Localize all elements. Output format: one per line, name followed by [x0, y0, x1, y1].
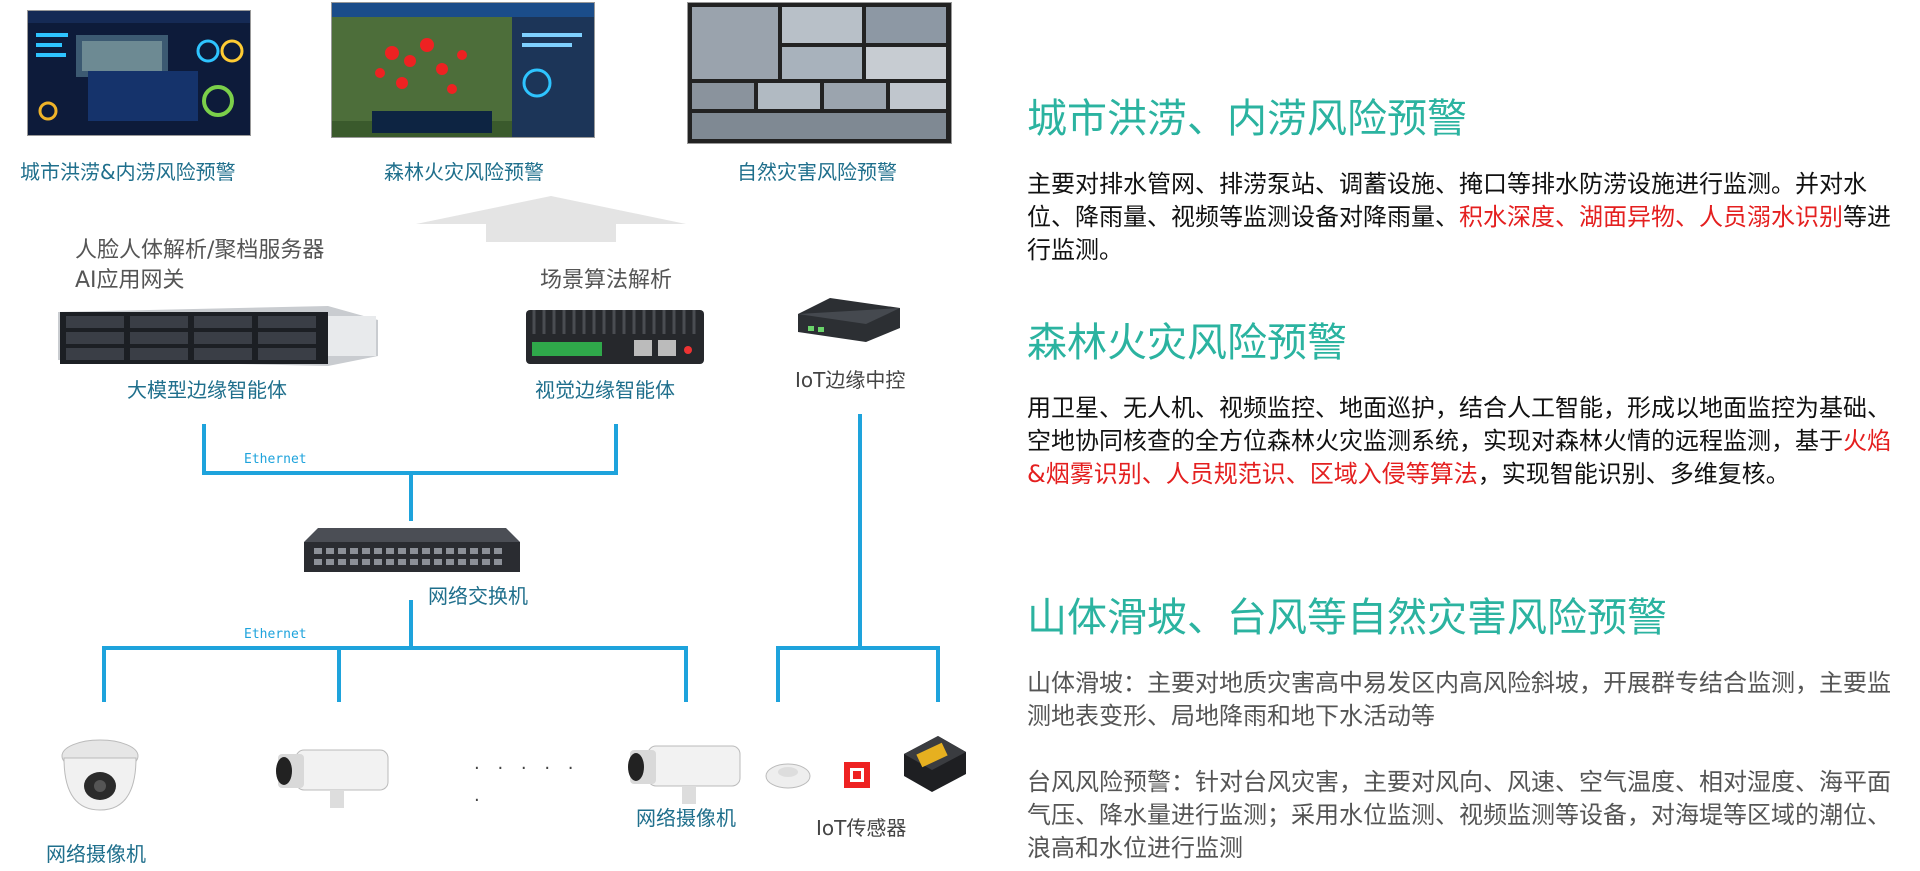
- smoke-detector-icon: [765, 763, 811, 789]
- ellipsis-dots: ·: [474, 790, 486, 811]
- iot-wire: [858, 414, 862, 648]
- forest-section-text: 用卫星、无人机、视频监控、地面巡护，结合人工智能，形成以地面监控为基础、空地协同…: [1027, 392, 1907, 491]
- iot-sensor-box-icon: [904, 736, 966, 792]
- flood-section-title: 城市洪涝、内涝风险预警: [1027, 96, 1467, 142]
- forest-section-title: 森林火灾风险预警: [1027, 320, 1347, 366]
- video-wall-screenshot: [687, 2, 952, 144]
- network-camera-label-right: 网络摄像机: [636, 806, 736, 830]
- rack-server-icon: [58, 306, 378, 366]
- upward-arrow: [416, 196, 686, 242]
- iot-edge-controller-icon: [798, 298, 900, 342]
- flood-warning-label: 城市洪涝&内涝风险预警: [20, 160, 236, 184]
- flood-dashboard-screenshot: [27, 10, 251, 136]
- typhoon-text: 台风风险预警：针对台风灾害，主要对风向、风速、空气温度、相对湿度、海平面气压、降…: [1027, 768, 1891, 862]
- iot-sensor-label: IoT传感器: [816, 816, 907, 840]
- ethernet-wire: [102, 646, 688, 650]
- ethernet-wire: [614, 424, 618, 474]
- big-model-edge-agent-label: 大模型边缘智能体: [127, 378, 287, 402]
- bullet-camera-icon: [276, 749, 389, 808]
- iot-wire: [936, 646, 940, 702]
- flood-dashboard-graphic: [28, 11, 250, 121]
- forest-fire-warning-label: 森林火灾风险预警: [384, 160, 544, 184]
- dome-camera-icon: [61, 739, 139, 811]
- scene-algorithm-caption: 场景算法解析: [540, 268, 673, 293]
- vision-edge-agent-label: 视觉边缘智能体: [535, 378, 675, 402]
- iot-wire: [776, 646, 780, 702]
- forest-text-part: 用卫星、无人机、视频监控、地面巡护，结合人工智能，形成以地面监控为基础、空地协同…: [1027, 394, 1891, 455]
- network-camera-label-left: 网络摄像机: [46, 842, 146, 866]
- bullet-camera-icon: [628, 745, 741, 804]
- forest-text-part: ，实现智能识别、多维复核。: [1477, 460, 1790, 488]
- server-caption-line1: 人脸人体解析/聚档服务器: [75, 238, 325, 263]
- ethernet-label-bottom: Ethernet: [244, 627, 307, 642]
- ellipsis-dots: · · · · ·: [474, 758, 580, 779]
- network-switch-icon: [304, 528, 520, 572]
- forest-fire-map-graphic: [332, 3, 594, 137]
- ethernet-wire: [409, 600, 413, 648]
- flood-text-highlight: 积水深度、湖面异物、人员溺水识别: [1459, 203, 1843, 231]
- ethernet-wire: [202, 424, 206, 474]
- natural-disaster-warning-label: 自然灾害风险预警: [737, 160, 897, 184]
- landslide-text: 山体滑坡：主要对地质灾害高中易发区内高风险斜坡，开展群专结合监测，主要监测地表变…: [1027, 669, 1891, 730]
- forest-fire-dashboard-screenshot: [331, 2, 595, 138]
- flood-text-part: 等进行监测。: [1027, 203, 1891, 264]
- iot-edge-controller-label: IoT边缘中控: [795, 368, 906, 392]
- ethernet-label-top: Ethernet: [244, 452, 307, 467]
- flood-section-text: 主要对排水管网、排涝泵站、调蓄设施、掩口等排水防涝设施进行监测。并对水位、降雨量…: [1027, 168, 1907, 267]
- alarm-button-icon: [844, 762, 870, 788]
- vision-edge-box-icon: [526, 310, 704, 364]
- video-wall-graphic: [692, 7, 946, 139]
- ethernet-wire: [337, 646, 341, 702]
- flood-text-part: 主要对排水管网、排涝泵站、调蓄设施、掩口等排水防涝设施进行监测。并对水位、降雨量…: [1027, 170, 1867, 231]
- ethernet-wire: [409, 471, 413, 521]
- ethernet-wire: [684, 646, 688, 702]
- server-caption-line2: AI应用网关: [75, 268, 185, 293]
- forest-text-highlight: 火焰&烟雾识别、人员规范识、区域入侵等算法: [1027, 427, 1891, 488]
- iot-wire: [776, 646, 940, 650]
- disaster-section-title: 山体滑坡、台风等自然灾害风险预警: [1027, 595, 1667, 641]
- ethernet-wire: [102, 646, 106, 702]
- network-switch-label: 网络交换机: [428, 584, 528, 608]
